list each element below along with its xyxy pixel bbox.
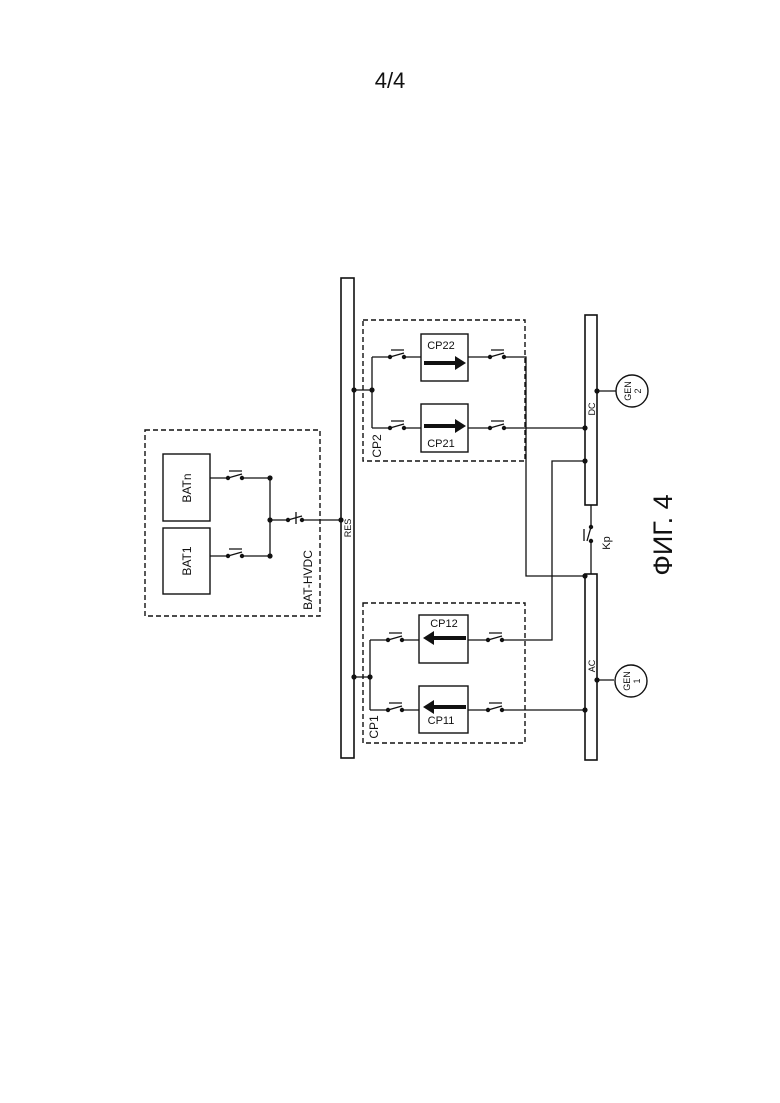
cp1-group-label: CP1: [367, 715, 381, 739]
battery-n-label: BATn: [180, 473, 194, 502]
battery-1-label: BAT1: [180, 546, 194, 575]
bat-main-switch: [288, 512, 302, 524]
figure-caption: ФИГ. 4: [648, 494, 678, 575]
bat-junction-dots: [226, 475, 344, 558]
dc-bus-label: DC: [587, 402, 597, 415]
generator-1-index: 1: [632, 678, 642, 683]
bat-hvdc-label: BAT-HVDC: [301, 550, 315, 610]
bat-switch-n: [228, 471, 242, 478]
generator-2-index: 2: [633, 388, 643, 393]
cp2-wiring: [354, 357, 585, 576]
gen2-dot: [594, 388, 599, 393]
converter-cp22-label: CP22: [427, 340, 455, 352]
res-bus-label: RES: [343, 519, 353, 538]
converter-cp21-label: CP21: [427, 438, 455, 450]
converter-cp12-label: CP12: [430, 618, 458, 630]
cp1-wiring: [354, 461, 585, 710]
generator-2-name: GEN: [623, 381, 633, 401]
generator-1-name: GEN: [622, 671, 632, 691]
gen1-dot: [594, 677, 599, 682]
converter-cp11-label: CP11: [428, 715, 455, 727]
kp-label: Kp: [601, 536, 613, 549]
bat-wiring: [210, 478, 341, 556]
coupler-dot-bottom: [589, 539, 593, 543]
cp2-group-label: CP2: [370, 434, 384, 458]
cp2-junction-dots: [351, 355, 587, 431]
res-bus: [341, 278, 354, 758]
bat-switch-1: [228, 549, 242, 556]
coupler-dot-top: [589, 525, 593, 529]
ac-bus-label: AC: [587, 659, 597, 672]
